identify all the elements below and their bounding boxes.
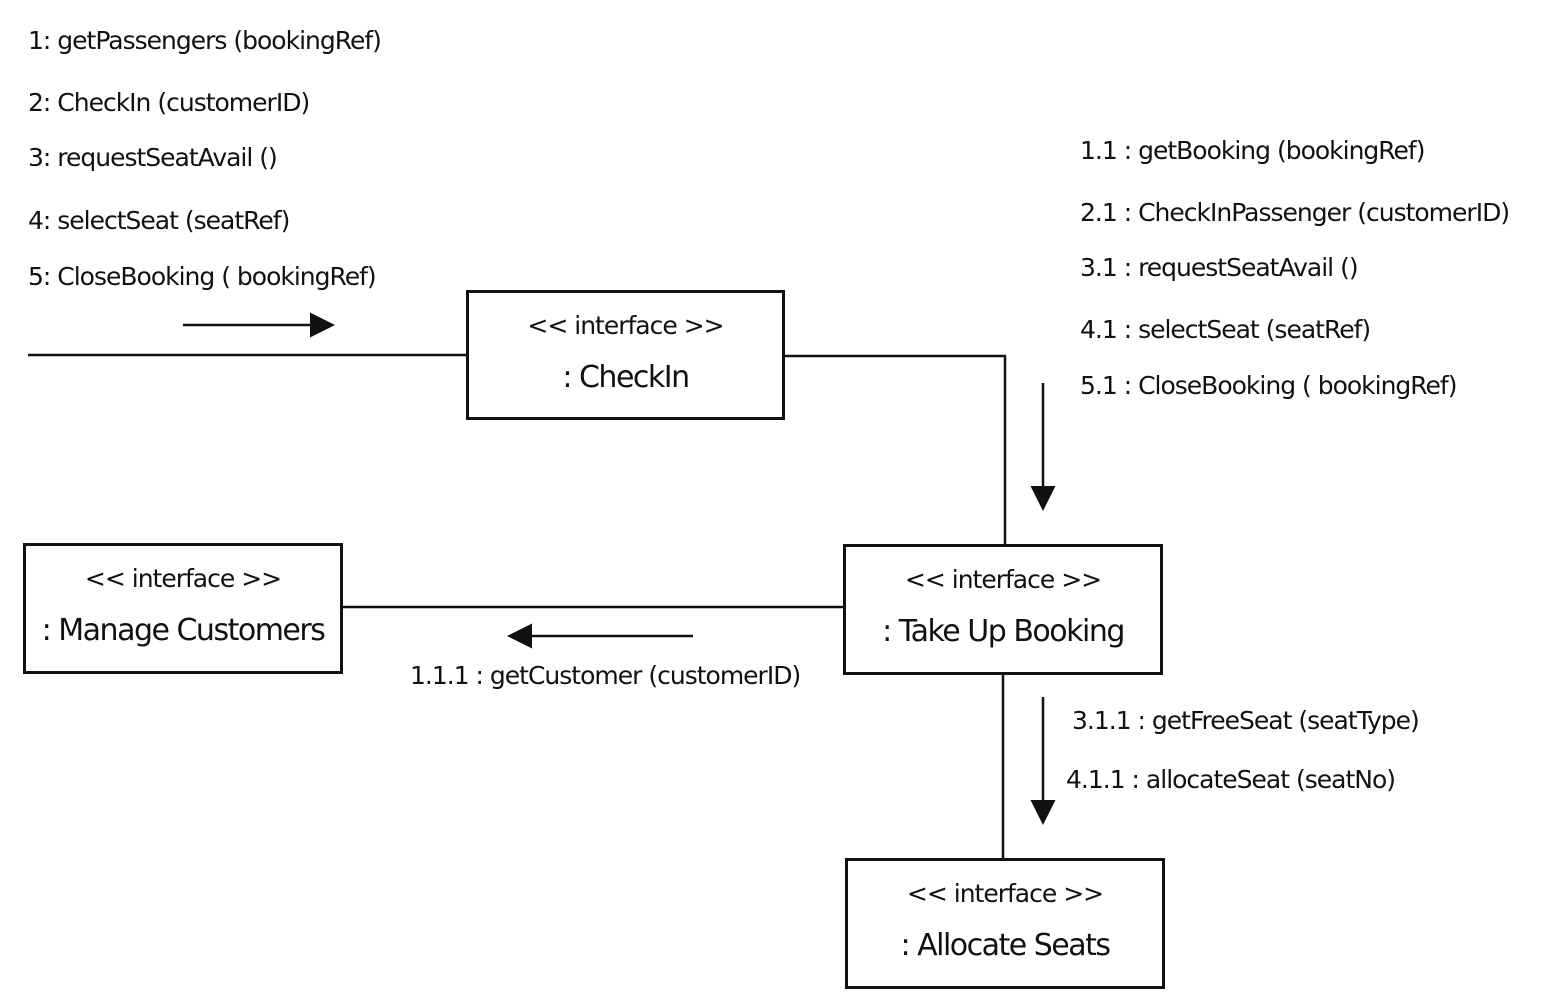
message-label: 1: getPassengers (bookingRef) xyxy=(28,26,382,55)
object-checkin: << interface >> : CheckIn xyxy=(466,290,785,420)
message-label: 2: CheckIn (customerID) xyxy=(28,88,310,117)
message-label: 1.1.1 : getCustomer (customerID) xyxy=(410,661,801,690)
stereotype-label: << interface >> xyxy=(904,565,1102,594)
object-name: : Manage Customers xyxy=(41,613,326,648)
message-label: 5: CloseBooking ( bookingRef) xyxy=(28,262,377,291)
object-name: : CheckIn xyxy=(562,360,690,395)
object-manage-customers: << interface >> : Manage Customers xyxy=(23,543,343,674)
message-label: 4: selectSeat (seatRef) xyxy=(28,206,290,235)
stereotype-label: << interface >> xyxy=(906,879,1104,908)
stereotype-label: << interface >> xyxy=(527,311,724,340)
message-label: 2.1 : CheckInPassenger (customerID) xyxy=(1080,198,1510,227)
message-label: 3.1.1 : getFreeSeat (seatType) xyxy=(1072,706,1420,735)
stereotype-label: << interface >> xyxy=(84,564,282,593)
object-allocate-seats: << interface >> : Allocate Seats xyxy=(845,858,1165,989)
message-label: 1.1 : getBooking (bookingRef) xyxy=(1080,136,1425,165)
message-label: 4.1 : selectSeat (seatRef) xyxy=(1080,315,1371,344)
message-label: 3.1 : requestSeatAvail () xyxy=(1080,253,1359,282)
object-name: : Allocate Seats xyxy=(900,928,1111,963)
message-label: 4.1.1 : allocateSeat (seatNo) xyxy=(1066,765,1396,794)
object-name: : Take Up Booking xyxy=(882,614,1125,649)
message-label: 5.1 : CloseBooking ( bookingRef) xyxy=(1080,371,1457,400)
link-checkin-takeupbooking xyxy=(784,354,1007,546)
object-take-up-booking: << interface >> : Take Up Booking xyxy=(843,544,1163,675)
message-label: 3: requestSeatAvail () xyxy=(28,143,278,172)
